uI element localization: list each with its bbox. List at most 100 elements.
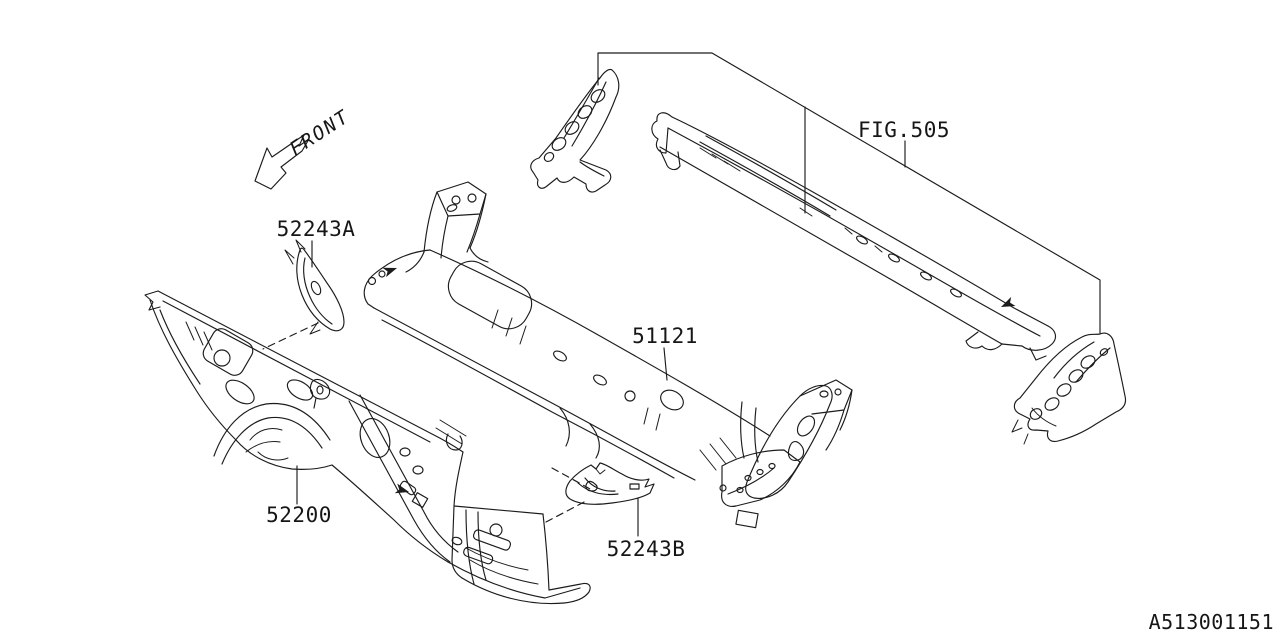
- beam-bottom-edge: [373, 307, 696, 481]
- hole: [736, 486, 744, 494]
- beam-opening: [447, 260, 533, 330]
- box-right: [542, 513, 550, 591]
- hole: [489, 523, 503, 537]
- slot-hole: [950, 288, 962, 298]
- beam-flange: [381, 319, 675, 479]
- part-cowl-bracket-left: [530, 68, 620, 193]
- end-hook: [965, 325, 1057, 351]
- hole: [660, 389, 684, 411]
- hole: [286, 379, 314, 401]
- part-label-52200[interactable]: 52200: [266, 503, 332, 527]
- beam-top-edge: [429, 249, 771, 437]
- hole: [796, 415, 816, 437]
- diagram-code: A513001151: [1149, 610, 1274, 634]
- top-edge: [157, 290, 464, 453]
- hole: [367, 276, 377, 286]
- wall-edge: [359, 394, 459, 553]
- slot-hole: [920, 271, 932, 281]
- corrugation: [559, 407, 600, 459]
- hole: [359, 418, 391, 458]
- hole: [1080, 355, 1096, 369]
- hole: [467, 193, 477, 203]
- foot-tab: [735, 509, 759, 529]
- hole: [719, 484, 727, 492]
- inner-line: [577, 477, 619, 496]
- part-label-52243b[interactable]: 52243B: [607, 537, 686, 561]
- hole: [590, 89, 606, 103]
- hatch-marks: [185, 321, 213, 351]
- hole: [744, 474, 752, 482]
- slot: [629, 483, 640, 490]
- tunnel-arch: [213, 402, 331, 457]
- hole: [399, 447, 411, 457]
- end-hook: [651, 112, 673, 154]
- plate-cutout: [202, 328, 254, 376]
- pillar-base: [405, 247, 489, 273]
- dashed-leader-line: [545, 499, 589, 523]
- left-inner: [159, 309, 201, 385]
- outline: [659, 146, 1003, 345]
- bottom-edge: [331, 464, 449, 563]
- hole: [1056, 383, 1072, 397]
- foot-line: [579, 161, 605, 177]
- hole: [577, 105, 593, 119]
- box-inner: [465, 547, 539, 585]
- leader-line: [597, 52, 1101, 334]
- part-52200-dash-panel: [144, 290, 591, 605]
- part-51121-toe-board: [363, 181, 853, 529]
- hatch-marks: [491, 309, 661, 431]
- end-tab: [659, 149, 681, 171]
- slot-hole: [888, 253, 900, 263]
- outline: [667, 127, 1041, 337]
- left-flange: [363, 249, 431, 309]
- box-bottom: [447, 561, 581, 599]
- inner-line: [303, 257, 333, 325]
- hole: [787, 440, 805, 461]
- channel-line: [740, 401, 759, 463]
- outline: [530, 68, 620, 193]
- hole: [768, 462, 776, 470]
- part-52243a-bracket: [284, 239, 345, 335]
- hole: [551, 137, 567, 151]
- fig-ref-label[interactable]: FIG.505: [858, 118, 950, 142]
- outline: [296, 247, 345, 332]
- outline: [565, 462, 655, 505]
- hole: [1029, 408, 1043, 420]
- slot: [411, 492, 429, 508]
- pillar-plate: [436, 181, 487, 217]
- hole: [543, 152, 555, 162]
- hole: [553, 350, 567, 362]
- ridge-line: [699, 135, 837, 217]
- hole: [446, 204, 458, 212]
- ridge-line: [1053, 341, 1111, 383]
- wall-edge: [348, 400, 451, 563]
- ridge-line: [563, 77, 607, 147]
- hole: [756, 468, 764, 476]
- bottom-edge: [235, 439, 333, 470]
- part-label-51121[interactable]: 51121: [632, 324, 698, 348]
- hole: [451, 536, 463, 546]
- part-labels: 52243A FIG.505 51121 52200 52243B A51300…: [266, 118, 1274, 634]
- front-direction: FRONT: [254, 105, 354, 190]
- slot: [463, 546, 494, 565]
- hole: [624, 390, 636, 402]
- hole: [564, 121, 580, 135]
- box-edge: [451, 451, 464, 579]
- hole: [213, 349, 231, 367]
- foot-plate: [721, 449, 801, 507]
- dashed-leader-line: [262, 322, 319, 350]
- hole: [412, 465, 424, 475]
- riser-edge: [825, 389, 853, 451]
- hole: [451, 195, 461, 205]
- part-label-52243a[interactable]: 52243A: [277, 217, 356, 241]
- hatch-marks: [699, 147, 883, 253]
- hole: [225, 379, 255, 405]
- front-label: FRONT: [286, 105, 354, 160]
- top-flange: [162, 300, 431, 443]
- hole: [819, 390, 829, 398]
- weld-arrow-icon: [382, 267, 397, 278]
- hole: [1099, 348, 1109, 356]
- hatch-marks: [699, 437, 737, 471]
- hole: [593, 374, 607, 386]
